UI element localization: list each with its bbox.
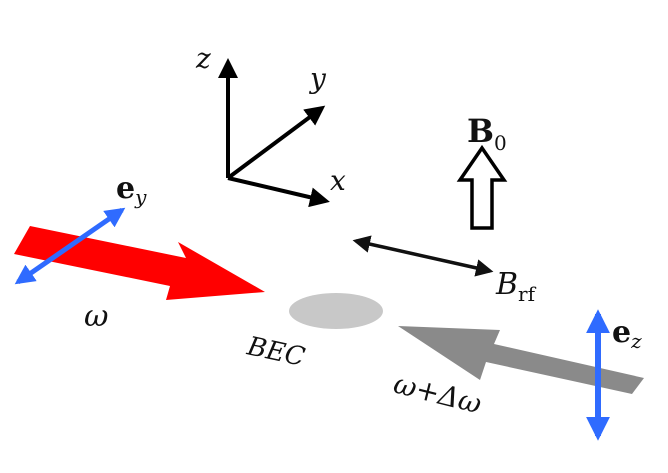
y-axis-label: y (308, 62, 327, 95)
brf-double-arrow (352, 235, 494, 277)
z-axis-label: z (195, 42, 211, 75)
static-field: B0 (456, 112, 508, 230)
red-laser-beam: ey ω (14, 171, 265, 334)
omega-label: ω (84, 299, 108, 334)
bec-label: BEC (244, 331, 308, 373)
gray-laser-beam: ez ω+Δω (390, 309, 644, 441)
x-axis-label: x (330, 164, 346, 197)
b0-hollow-arrow (456, 144, 508, 230)
y-axis-arrow (226, 105, 326, 180)
ez-label: ez (612, 315, 642, 353)
omega-plus-delta-label: ω+Δω (390, 367, 485, 421)
b0-label: B0 (467, 112, 507, 155)
x-axis-arrow (227, 176, 330, 208)
coordinate-axes: z y x (195, 42, 346, 208)
brf-label: Brf (495, 267, 537, 306)
rf-field: Brf (352, 235, 537, 306)
red-beam-arrow (14, 226, 265, 300)
bec-cloud (289, 293, 383, 329)
ey-label: ey (116, 171, 147, 209)
gray-beam-arrow (398, 326, 644, 394)
bec-cloud-group: BEC (244, 293, 383, 373)
ey-polarization-arrow (14, 207, 126, 285)
